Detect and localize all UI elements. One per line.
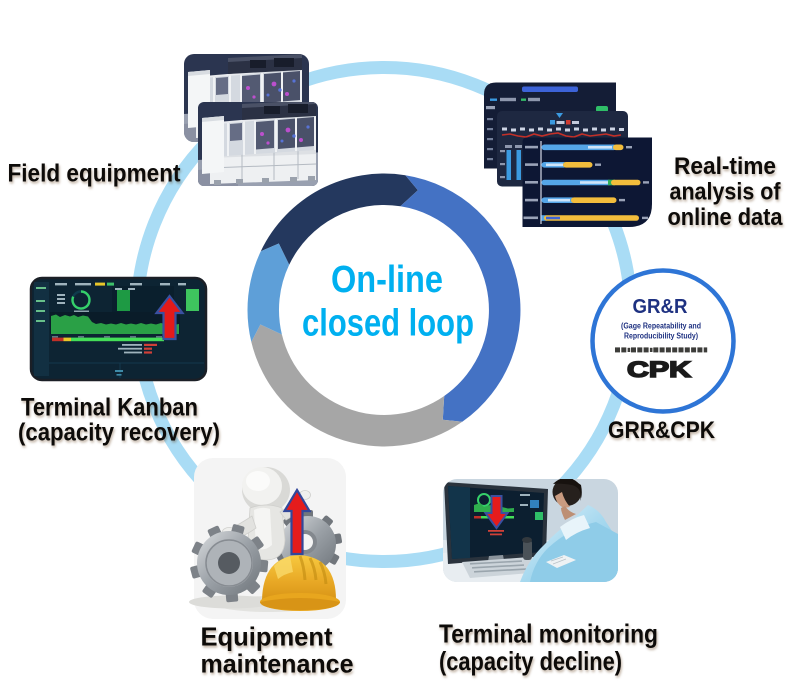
svg-text:GRR&CPK: GRR&CPK <box>608 417 716 444</box>
svg-text:Reproducibility Study): Reproducibility Study) <box>624 331 698 341</box>
svg-text:closed loop: closed loop <box>302 303 474 345</box>
svg-text:online data: online data <box>668 204 784 231</box>
svg-text:(capacity recovery): (capacity recovery) <box>18 418 220 446</box>
svg-text:(Gage Repeatability and: (Gage Repeatability and <box>621 321 701 331</box>
svg-text:maintenance: maintenance <box>201 649 354 679</box>
svg-text:Terminal monitoring: Terminal monitoring <box>439 619 658 649</box>
svg-text:CPK: CPK <box>627 357 691 382</box>
svg-text:GR&R: GR&R <box>633 295 688 318</box>
svg-text:Real-time: Real-time <box>674 153 776 180</box>
svg-text:(capacity decline): (capacity decline) <box>439 646 622 676</box>
svg-text:analysis of: analysis of <box>670 179 782 206</box>
svg-text:On-line: On-line <box>331 259 443 301</box>
svg-text:Field equipment: Field equipment <box>8 159 182 187</box>
svg-text:Terminal Kanban: Terminal Kanban <box>21 393 198 421</box>
svg-text:Equipment: Equipment <box>201 621 333 651</box>
